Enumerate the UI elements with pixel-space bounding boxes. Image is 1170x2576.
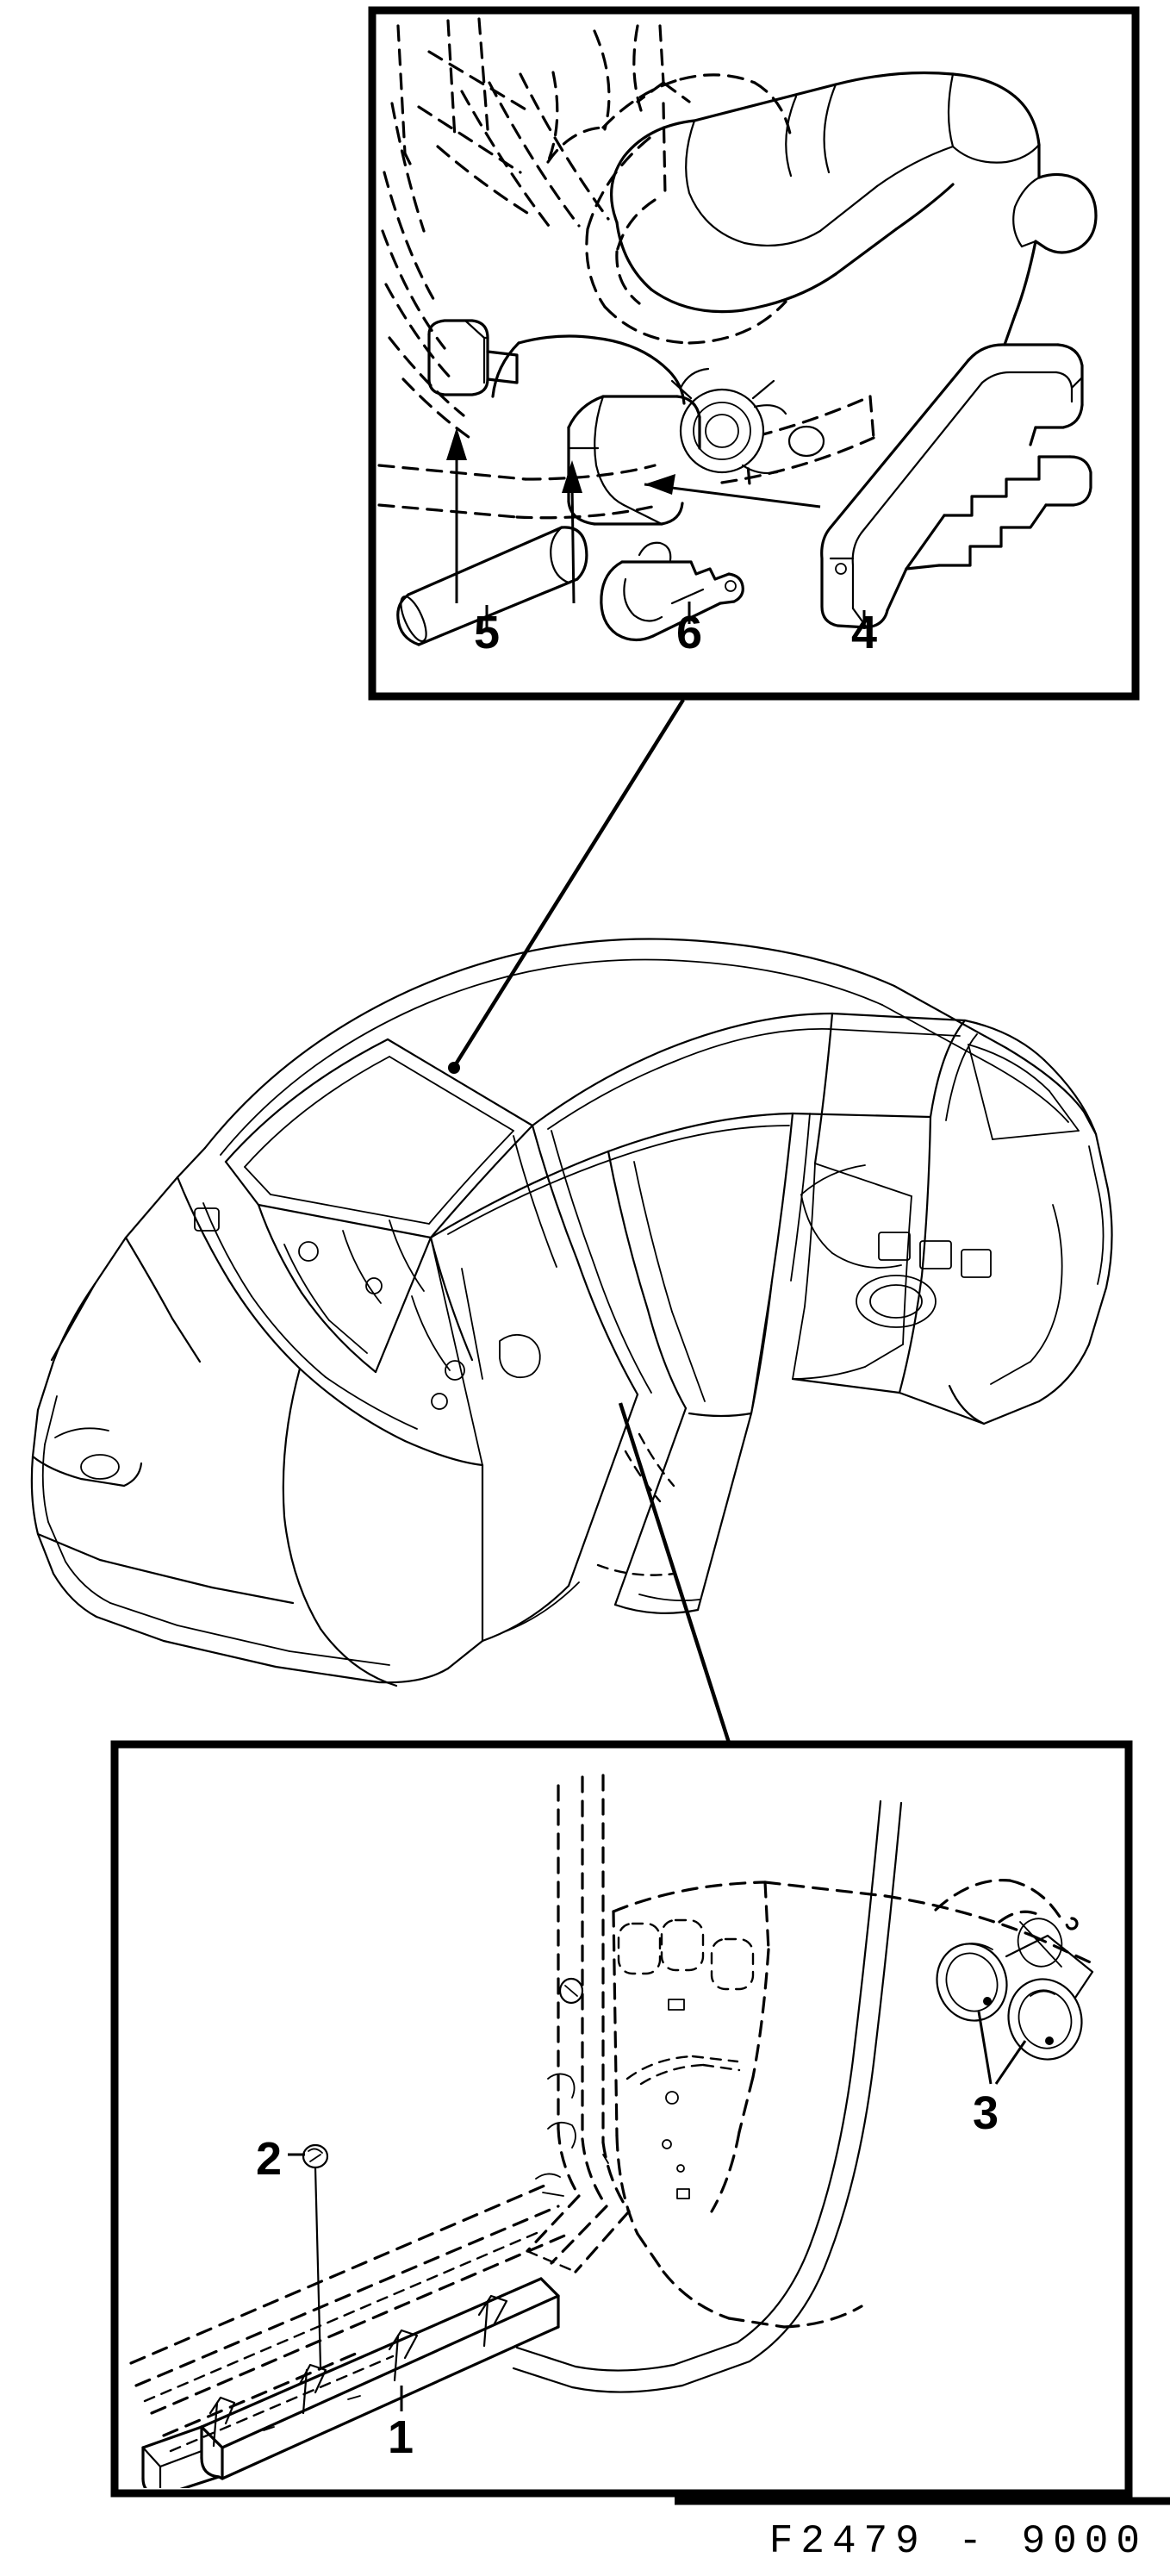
leader-line-bottom-panel-to-body (618, 1402, 731, 1743)
hidden-access-holes (617, 1918, 755, 1991)
a-pillar (429, 1124, 639, 1396)
heat-shield-folds (567, 395, 663, 526)
roof-rails (429, 1012, 1046, 1239)
sill-hidden-detail (596, 1432, 675, 1576)
engine-bay-inner (41, 1395, 390, 1666)
hidden-sill-tunnel (377, 395, 875, 520)
pillar-bracket (535, 2073, 576, 2197)
hidden-sill-lines-fine (143, 2229, 545, 2453)
sensor-pulley-assembly (670, 367, 825, 475)
roof-outline (176, 938, 1086, 1179)
engine-bay-bulkhead (30, 1176, 484, 1684)
hidden-upper-right-curve (934, 1879, 1079, 1930)
part-1-sill-reinforcement (141, 2277, 560, 2488)
hidden-b-pillar (526, 1774, 631, 2273)
callout-2-label: 2 (256, 2133, 282, 2185)
part-2-fastener (302, 2143, 329, 2368)
front-wheel-arch (282, 1367, 398, 1687)
bottom-detail-panel: 2 3 1 (110, 1740, 1133, 2498)
pillar-fastener (558, 1977, 584, 2005)
part-5-cylindrical-sleeve (396, 526, 588, 646)
front-rail-detail (54, 1427, 120, 1480)
rear-window-opening (968, 1044, 1080, 1140)
leader-line-top-panel-to-body (448, 698, 685, 1074)
front-door-opening (607, 1150, 753, 1418)
hidden-firewall-structure (381, 17, 610, 441)
hidden-sill-lines (129, 2184, 570, 2437)
duct-fold-lines (685, 72, 1041, 248)
floor-sill-line (481, 1377, 986, 1643)
rear-door-opening (792, 1163, 912, 1380)
hidden-rear-panel (612, 1881, 1098, 2329)
diagram-caption: F2479 - 9000 (769, 2519, 1148, 2564)
arrow-part-6 (562, 460, 582, 604)
front-door-opening-inner (633, 1161, 706, 1402)
rear-trim-slots (800, 1164, 992, 1328)
front-lower-rail (31, 1455, 295, 1605)
rear-quarter-inner (945, 1033, 1105, 1385)
arrow-part-5 (446, 427, 467, 603)
grommet-cap-target (427, 319, 519, 396)
intake-hose (491, 334, 686, 405)
b-pillar (750, 1012, 834, 1415)
part-4-channel-rail (820, 343, 1092, 629)
arrow-to-shield (644, 474, 821, 508)
small-holes (602, 1999, 690, 2199)
front-inner-fender-detail (202, 1202, 483, 1466)
front-fender-edge (50, 1236, 202, 1363)
part-3-grommet-plugs (936, 1918, 1094, 2085)
strut-tower-holes (194, 1207, 541, 1410)
top-detail-panel: 5 6 4 (368, 6, 1140, 701)
part-6-bracket-clamp (600, 541, 744, 642)
windshield-frame-inner (244, 1056, 514, 1225)
windshield-frame (224, 1038, 534, 1239)
roof-rails-inner (447, 1028, 961, 1235)
roof-inner-outline (220, 958, 1069, 1156)
rear-quarter-panel (898, 1019, 1113, 1425)
air-duct-plenum (610, 71, 1098, 346)
callout-1-label: 1 (388, 2411, 414, 2463)
hidden-engine-airbox (546, 24, 793, 345)
car-body-shell (30, 938, 1113, 1687)
a-pillar-inner (513, 1130, 652, 1394)
hidden-rear-panel-detail (526, 2055, 741, 2273)
floor-sill-inner (502, 1581, 700, 1633)
callout-4-label: 4 (851, 607, 877, 658)
door-weatherstrip (515, 1799, 882, 2372)
callout-3-label: 3 (973, 2087, 999, 2139)
door-weatherstrip-edge (512, 1801, 903, 2393)
